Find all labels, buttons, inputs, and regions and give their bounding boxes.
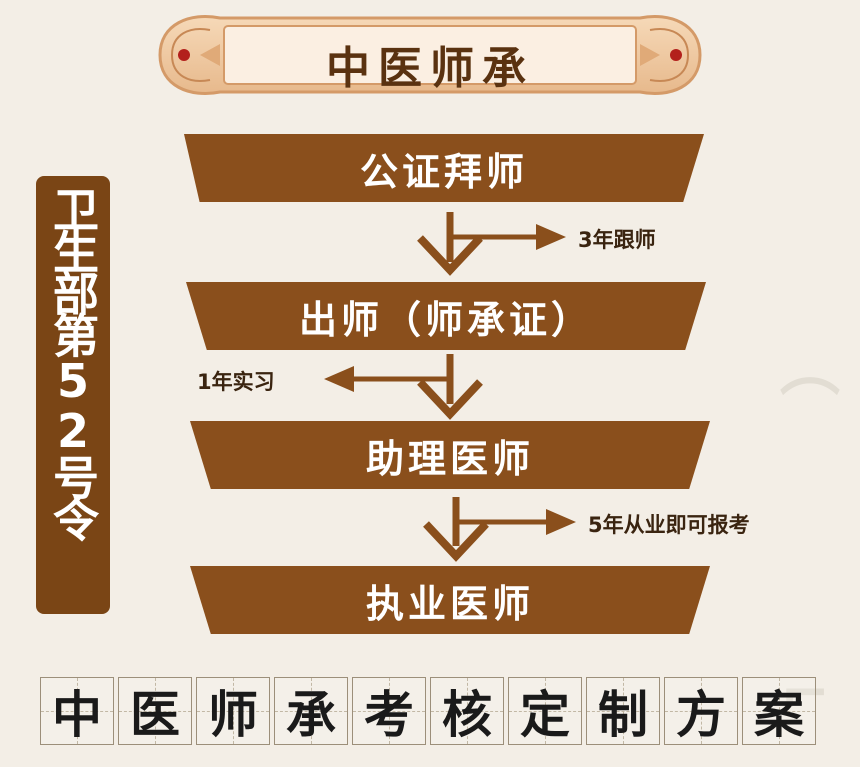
- background-decoration: ⌒: [780, 374, 840, 444]
- grid-character: 制: [586, 677, 660, 745]
- background-decoration: ⌐: [780, 660, 831, 730]
- title-plaque: 中医师承: [150, 4, 710, 106]
- step-banner: 助理医师: [190, 421, 710, 489]
- grid-character: 承: [274, 677, 348, 745]
- red-jewel-icon: [670, 49, 682, 61]
- page-title: 中医师承: [326, 43, 534, 94]
- plaque-frame: [158, 15, 702, 95]
- down-arrow-icon: [417, 354, 483, 420]
- grid-character: 方: [664, 677, 738, 745]
- left-arrow-icon: [324, 366, 448, 392]
- down-arrow-icon: [423, 497, 489, 562]
- grid-character: 案: [742, 677, 816, 745]
- regulation-label: 卫生部第52号令: [46, 186, 100, 538]
- bottom-title-grid: 中 医 师 承 考 核 定 制 方 案: [40, 677, 816, 747]
- grid-character: 定: [508, 677, 582, 745]
- right-arrow-icon: [452, 224, 566, 250]
- right-arrow-icon: [458, 509, 576, 535]
- step-annotation: 1年实习: [197, 370, 275, 394]
- grid-character: 中: [40, 677, 114, 745]
- step-annotation: 5年从业即可报考: [588, 513, 750, 537]
- step-banner: 出师（师承证）: [186, 282, 706, 350]
- step-annotation: 3年跟师: [578, 228, 656, 252]
- regulation-badge: 卫生部第52号令: [36, 176, 110, 614]
- step-banner: 执业医师: [190, 566, 710, 634]
- grid-character: 考: [352, 677, 426, 745]
- grid-character: 核: [430, 677, 504, 745]
- grid-character: 师: [196, 677, 270, 745]
- grid-character: 医: [118, 677, 192, 745]
- red-jewel-icon: [178, 49, 190, 61]
- step-banner: 公证拜师: [184, 134, 704, 202]
- down-arrow-icon: [417, 212, 483, 276]
